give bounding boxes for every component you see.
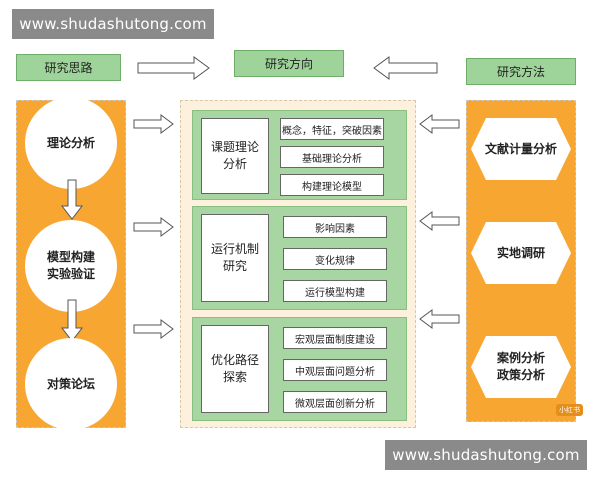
corner-badge: 小红书	[556, 404, 583, 416]
section-title: 运行机制研究	[201, 214, 269, 302]
section-item: 宏观层面制度建设	[283, 327, 387, 349]
watermark-top: www.shudashutong.com	[12, 9, 214, 39]
method-case-policy: 案例分析 政策分析	[471, 336, 571, 398]
method-label: 实地调研	[496, 245, 545, 260]
arrow-right-icon	[133, 319, 174, 339]
header-arrow-right-icon	[137, 56, 210, 80]
arrow-left-icon	[419, 309, 460, 329]
section-item: 构建理论模型	[280, 174, 384, 196]
step-label: 模型构建 实验验证	[46, 250, 95, 281]
section-item: 变化规律	[283, 248, 387, 270]
method-label: 案例分析 政策分析	[496, 351, 545, 382]
watermark-bottom: www.shudashutong.com	[385, 440, 587, 470]
section-item: 运行模型构建	[283, 280, 387, 302]
section-item: 基础理论分析	[280, 146, 384, 168]
header-research-direction: 研究方向	[234, 50, 344, 77]
arrow-left-icon	[419, 114, 460, 134]
method-label: 文献计量分析	[484, 141, 557, 156]
section-title: 优化路径探索	[201, 325, 269, 413]
section-title: 课题理论分析	[201, 118, 269, 194]
down-arrow-icon	[60, 299, 84, 342]
down-arrow-icon	[60, 179, 84, 220]
step-countermeasure-forum: 对策论坛	[25, 338, 117, 430]
header-arrow-left-icon	[373, 56, 438, 80]
step-label: 对策论坛	[46, 376, 95, 391]
step-theory-analysis: 理论分析	[25, 97, 117, 189]
section-item: 概念，特征，突破因素	[280, 118, 384, 140]
section-item: 影响因素	[283, 216, 387, 238]
method-field-research: 实地调研	[471, 222, 571, 284]
section-item: 微观层面创新分析	[283, 391, 387, 413]
header-research-approach: 研究思路	[16, 54, 121, 81]
arrow-left-icon	[419, 211, 460, 231]
header-research-method: 研究方法	[466, 58, 576, 85]
arrow-right-icon	[133, 114, 174, 134]
step-model-validation: 模型构建 实验验证	[25, 220, 117, 312]
step-label: 理论分析	[46, 135, 95, 150]
method-bibliometric: 文献计量分析	[471, 118, 571, 180]
arrow-right-icon	[133, 217, 174, 237]
section-item: 中观层面问题分析	[283, 359, 387, 381]
